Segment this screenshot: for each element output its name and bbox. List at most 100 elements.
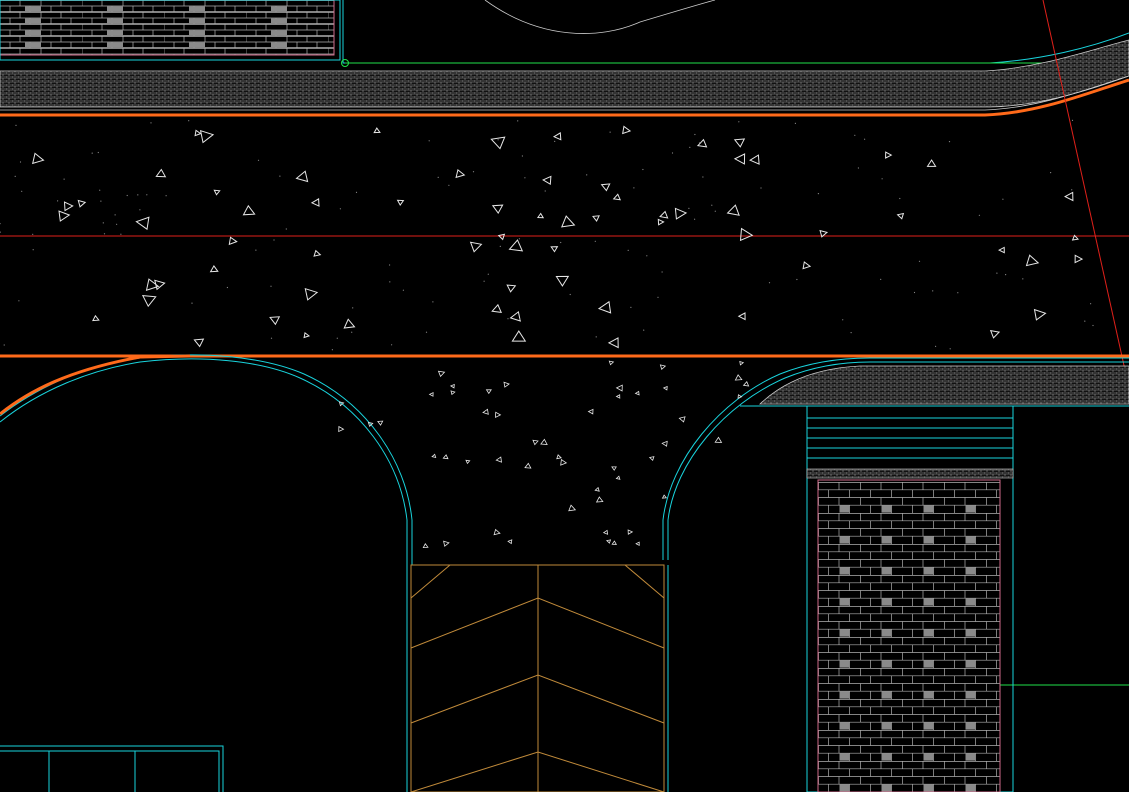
triangle-gravel-icon bbox=[491, 303, 503, 314]
triangle-gravel-icon bbox=[635, 541, 640, 546]
triangle-gravel-icon bbox=[896, 212, 905, 220]
gravel-dot bbox=[389, 264, 391, 266]
triangle-gravel-icon bbox=[92, 314, 100, 322]
triangle-gravel-icon bbox=[661, 440, 668, 447]
gravel-dot bbox=[689, 146, 691, 148]
gravel-dot bbox=[285, 228, 287, 230]
gravel-dot bbox=[519, 318, 521, 320]
triangle-gravel-icon bbox=[506, 284, 517, 293]
triangle-gravel-icon bbox=[141, 295, 157, 308]
gravel-dot bbox=[188, 120, 190, 122]
triangle-gravel-icon bbox=[540, 438, 548, 445]
gravel-dot bbox=[694, 218, 696, 220]
gravel-dot bbox=[137, 194, 139, 196]
triangle-gravel-icon bbox=[303, 332, 311, 339]
gravel-dot bbox=[100, 200, 102, 202]
gravel-dot bbox=[391, 344, 393, 346]
triangle-gravel-icon bbox=[885, 151, 893, 159]
gravel-dot bbox=[544, 190, 546, 192]
triangle-gravel-icon bbox=[155, 168, 167, 178]
triangle-gravel-icon bbox=[495, 411, 502, 418]
gravel-dot bbox=[425, 331, 428, 333]
gravel-dot bbox=[432, 301, 434, 303]
gravel-dot bbox=[857, 167, 860, 169]
gravel-dot bbox=[1092, 324, 1094, 327]
triangle-gravel-icon bbox=[58, 210, 71, 222]
gravel-dot bbox=[0, 223, 1, 225]
triangle-gravel-icon bbox=[627, 529, 634, 535]
gravel-dot bbox=[336, 337, 338, 339]
triangle-gravel-icon bbox=[587, 408, 594, 415]
gravel-dot bbox=[146, 194, 148, 196]
triangle-gravel-icon bbox=[561, 215, 576, 228]
triangle-gravel-icon bbox=[802, 261, 812, 270]
gravel-dot bbox=[97, 151, 99, 154]
triangle-gravel-icon bbox=[450, 390, 456, 396]
triangle-gravel-icon bbox=[443, 540, 450, 547]
planting-bed-outline bbox=[342, 0, 1129, 64]
triangle-gravel-icon bbox=[733, 138, 746, 148]
gravel-dot bbox=[191, 302, 193, 304]
gravel-dot bbox=[796, 278, 798, 281]
gravel-dot bbox=[643, 329, 645, 331]
triangle-gravel-icon bbox=[659, 210, 669, 219]
triangle-gravel-icon bbox=[495, 456, 502, 463]
gravel-dot bbox=[483, 280, 485, 282]
gravel-dot bbox=[560, 241, 562, 244]
triangle-gravel-icon bbox=[1064, 191, 1074, 202]
triangle-gravel-icon bbox=[1071, 234, 1080, 241]
gravel-dot bbox=[817, 193, 820, 195]
triangle-gravel-icon bbox=[696, 138, 708, 148]
triangle-gravel-icon bbox=[749, 154, 760, 165]
gravel-dot bbox=[569, 293, 571, 296]
gravel-dot bbox=[609, 131, 611, 133]
triangle-gravel-icon bbox=[657, 218, 665, 226]
triangle-gravel-icon bbox=[612, 193, 622, 201]
triangle-gravel-icon bbox=[734, 374, 743, 381]
triangle-gravel-icon bbox=[594, 486, 600, 492]
triangle-gravel-icon bbox=[742, 380, 750, 387]
gravel-dot bbox=[339, 208, 341, 210]
gravel-dot bbox=[957, 292, 959, 294]
triangle-gravel-icon bbox=[213, 189, 221, 196]
triangle-gravel-icon bbox=[595, 496, 604, 503]
gravel-dot bbox=[91, 152, 93, 154]
triangle-gravel-icon bbox=[428, 392, 434, 397]
triangle-gravel-icon bbox=[542, 175, 552, 186]
gravel-dot bbox=[594, 240, 596, 242]
gravel-dot bbox=[126, 194, 128, 197]
gravel-dot bbox=[352, 307, 354, 309]
gravel-dot bbox=[918, 260, 921, 262]
gravel-dot bbox=[139, 209, 141, 211]
gravel-dot bbox=[14, 175, 16, 177]
triangle-gravel-icon bbox=[600, 183, 611, 192]
gravel-dot bbox=[949, 348, 951, 350]
triangle-gravel-icon bbox=[659, 364, 667, 371]
gravel-dot bbox=[15, 124, 17, 126]
triangle-gravel-icon bbox=[77, 199, 87, 208]
junction-gravel-fill bbox=[338, 360, 750, 549]
triangle-gravel-icon bbox=[550, 246, 559, 253]
triangle-gravel-icon bbox=[508, 239, 524, 252]
road-centre-axis bbox=[0, 0, 1129, 389]
gravel-dot bbox=[850, 332, 852, 334]
gravel-dot bbox=[150, 122, 152, 124]
bottom-left-grid bbox=[0, 745, 224, 792]
gravel-dot bbox=[103, 233, 106, 235]
gravel-dot bbox=[688, 207, 690, 209]
triangle-gravel-icon bbox=[737, 394, 743, 399]
triangle-gravel-icon bbox=[422, 543, 429, 549]
triangle-gravel-icon bbox=[607, 337, 619, 349]
gravel-dot bbox=[21, 190, 23, 192]
triangle-gravel-icon bbox=[482, 408, 489, 415]
triangle-gravel-icon bbox=[493, 528, 501, 536]
triangle-gravel-icon bbox=[503, 381, 510, 388]
gravel-dot bbox=[270, 337, 273, 339]
triangle-gravel-icon bbox=[605, 539, 612, 544]
gravel-dot bbox=[428, 140, 430, 142]
triangle-gravel-icon bbox=[338, 425, 345, 433]
road-gravel-fill bbox=[0, 119, 1094, 351]
top-kerb-strip bbox=[0, 39, 1129, 117]
gravel-dot bbox=[864, 138, 866, 140]
